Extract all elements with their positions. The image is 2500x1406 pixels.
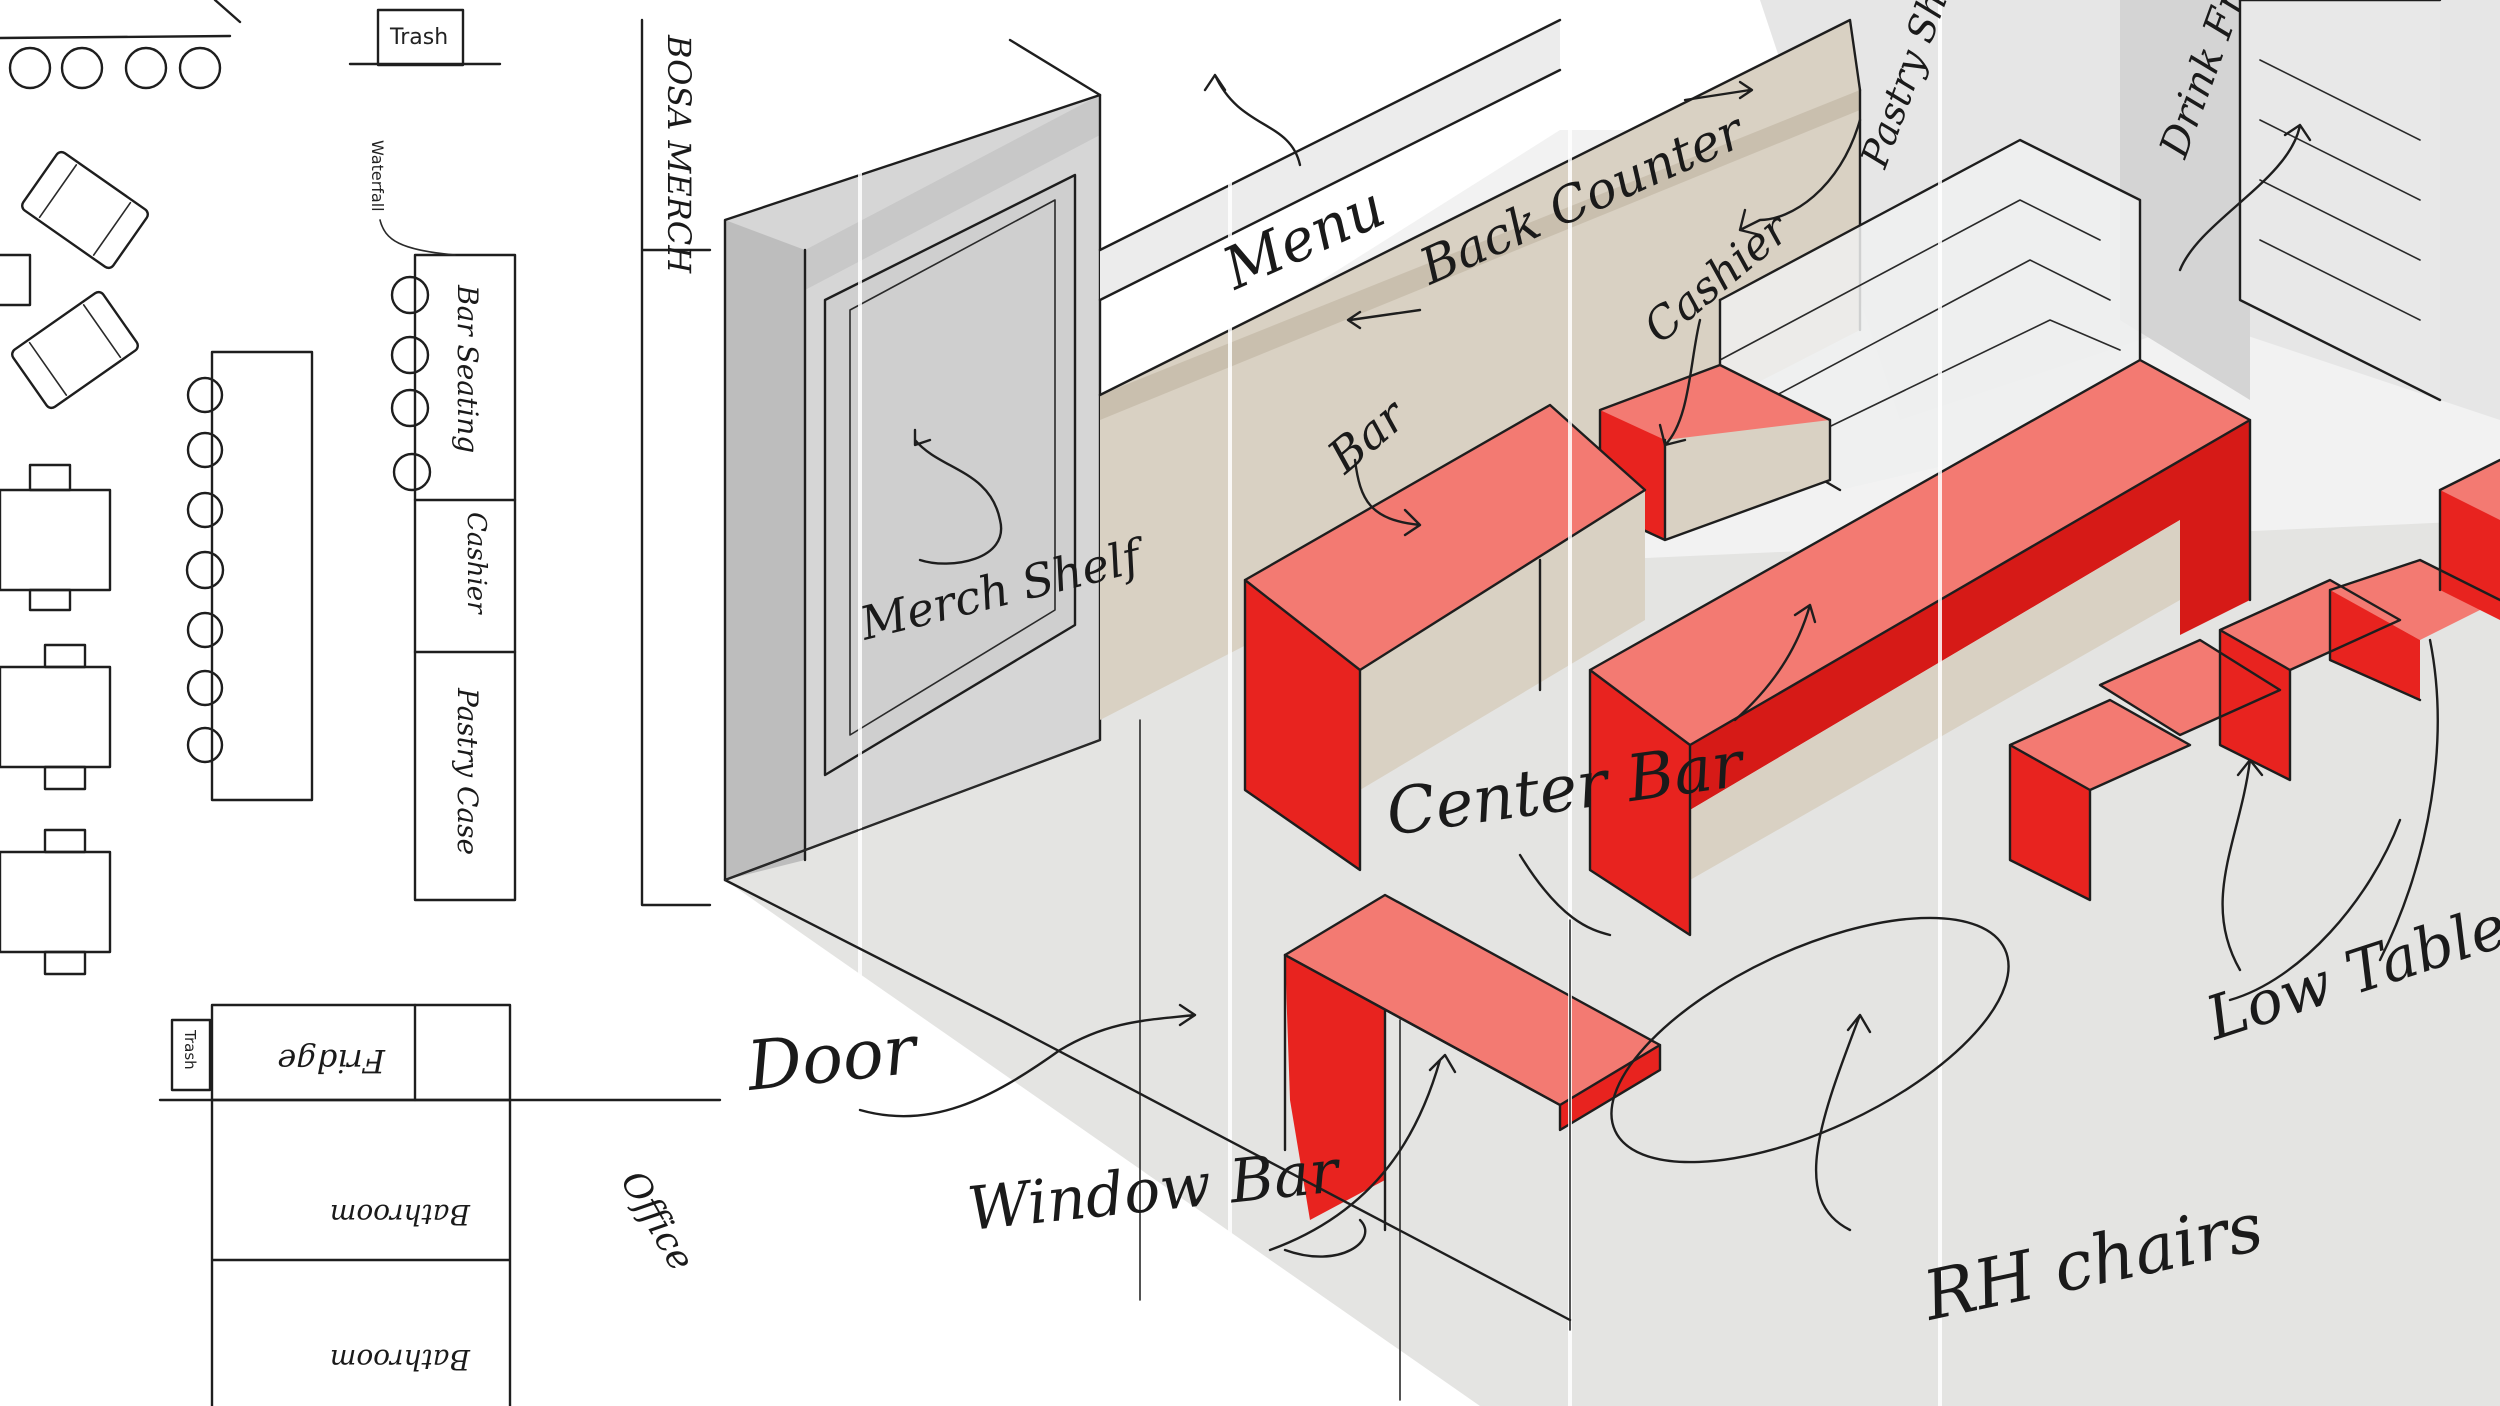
center-bar xyxy=(1588,358,2252,937)
drink-fridge xyxy=(2238,0,2442,402)
fridge-plan xyxy=(210,1003,512,1102)
long-table-plan xyxy=(210,350,314,802)
annotation-arrows xyxy=(858,73,2439,1258)
table-group-1 xyxy=(0,463,112,612)
pastry-case-label: Pastry Case xyxy=(451,687,484,855)
bosa-merch-label: BOSA MERCH xyxy=(660,34,698,274)
back-counter xyxy=(1100,20,1860,720)
fridge-label-plan: Fridge xyxy=(277,1042,386,1080)
cashier-label-plan: Cashier xyxy=(461,512,491,615)
menu-wall xyxy=(1100,20,1560,300)
lounge-chair-1 xyxy=(21,150,149,270)
waterfall-label: Waterfall xyxy=(368,140,387,212)
long-table-stools xyxy=(185,376,225,764)
low-tables xyxy=(2008,458,2500,902)
table-group-3 xyxy=(0,828,112,976)
table-group-2 xyxy=(0,643,112,791)
trash-label-bottom: Trash xyxy=(181,1029,199,1070)
lounge-chair-2 xyxy=(11,290,139,410)
bathroom-label-2: Bathroom xyxy=(330,1343,471,1376)
bar-stools xyxy=(390,275,432,492)
bar-counter xyxy=(1243,403,1647,872)
bar-block-plan xyxy=(413,253,517,902)
stools-top xyxy=(8,46,222,90)
bar-seating-label: Bar Seating xyxy=(451,284,484,453)
window-bar xyxy=(1283,893,1662,1232)
bathroom-label-1: Bathroom xyxy=(330,1198,471,1231)
trash-label-top: Trash xyxy=(389,25,448,50)
door-label: Door xyxy=(742,1010,924,1107)
trash-bin-bottom xyxy=(170,1018,212,1092)
merch-shelf xyxy=(825,175,1075,775)
